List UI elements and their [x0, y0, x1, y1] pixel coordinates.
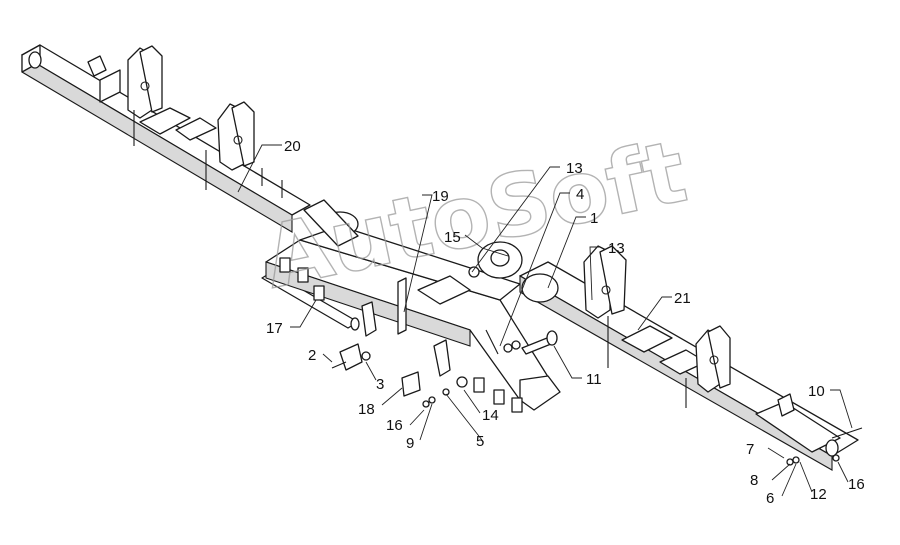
callout-15: 15	[444, 229, 461, 246]
callout-12: 12	[810, 486, 827, 503]
callout-21: 21	[674, 290, 691, 307]
callout-19: 19	[432, 188, 449, 205]
callout-18: 18	[358, 401, 375, 418]
callout-9: 9	[406, 435, 414, 452]
callout-5: 5	[476, 433, 484, 450]
callout-8: 8	[750, 472, 758, 489]
callout-4: 4	[576, 186, 584, 203]
callout-13: 13	[608, 240, 625, 257]
callout-11: 11	[586, 371, 602, 388]
callout-16: 16	[848, 476, 865, 493]
right-beam-section	[468, 241, 863, 471]
callout-20: 20	[284, 138, 301, 155]
callout-6: 6	[766, 490, 774, 507]
central-frame	[261, 199, 561, 413]
callout-14: 14	[482, 407, 499, 424]
left-beam-section	[21, 44, 311, 233]
callout-labels: 20 19 13 4 1 15 13 21 17 2 3 18 16 9 14 …	[266, 138, 865, 507]
callout-3: 3	[376, 376, 384, 393]
callout-16: 16	[386, 417, 403, 434]
callout-7: 7	[746, 441, 754, 458]
callout-13: 13	[566, 160, 583, 177]
callout-1: 1	[590, 210, 598, 227]
leader-lines	[237, 144, 853, 497]
callout-17: 17	[266, 320, 283, 337]
callout-2: 2	[308, 347, 316, 364]
callout-10: 10	[808, 383, 825, 400]
